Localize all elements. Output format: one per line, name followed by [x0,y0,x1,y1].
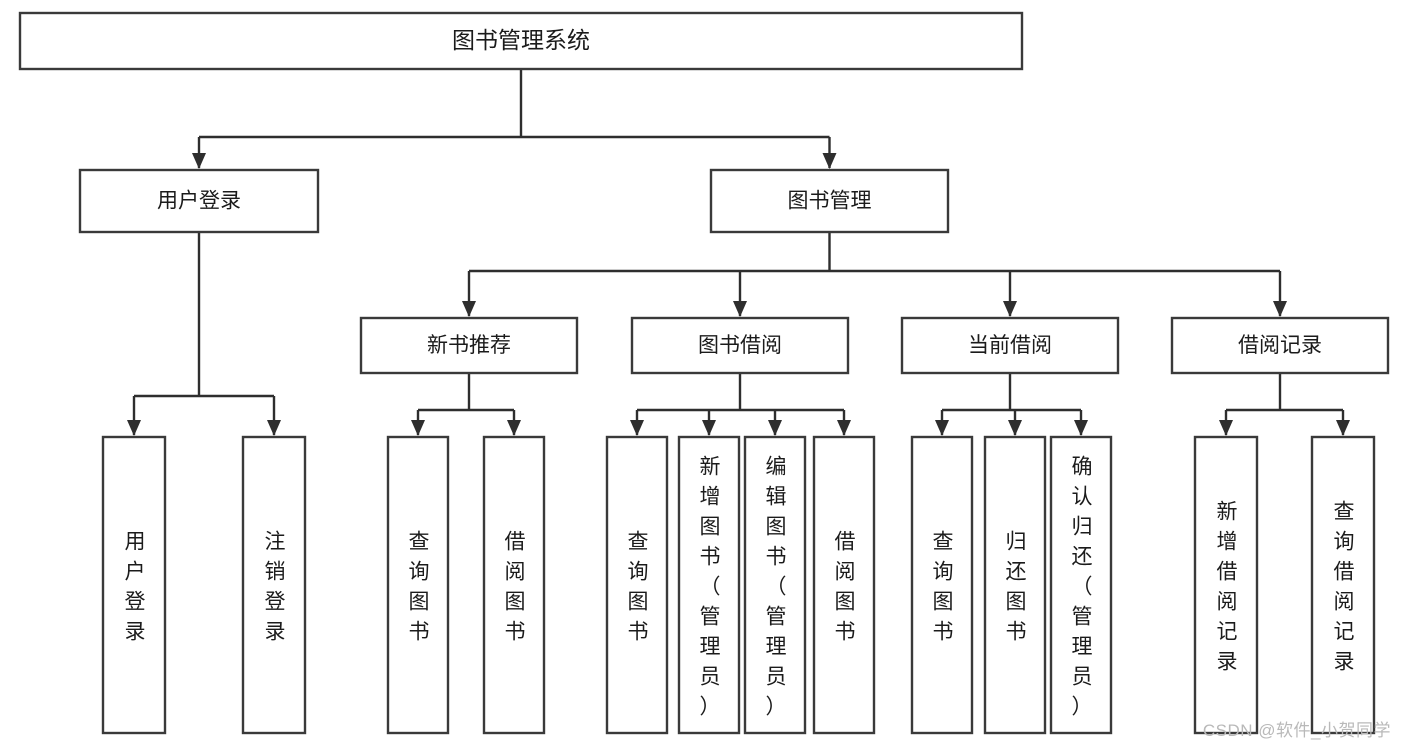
node-label: 图书管理系统 [452,27,590,53]
node-box-rect [241,435,307,735]
arrow-head-icon [822,153,837,169]
node-box-rect [709,168,950,234]
node-leaf-9[interactable]: 查询图书 [910,435,974,735]
node-box-rect [78,168,320,234]
arrow-head-icon [411,420,425,436]
node-box-rect [983,435,1047,735]
arrow-head-icon [768,420,782,436]
connector-lines [127,69,1350,436]
node-leaf-1[interactable]: 用户登录 [101,435,167,735]
arrow-head-icon [267,420,281,436]
node-label: 编辑图书（管理员） [766,455,787,718]
node-box-rect [1310,435,1376,735]
arrow-head-icon [1336,420,1350,436]
arrow-head-icon [1273,301,1287,317]
node-leaf-12[interactable]: 新增借阅记录 [1193,435,1259,735]
node-label: 查询借阅记录 [1334,500,1355,673]
node-leaf-2[interactable]: 注销登录 [241,435,307,735]
node-label: 图书借阅 [698,334,782,357]
node-leaf-10[interactable]: 归还图书 [983,435,1047,735]
node-box-rect [386,435,450,735]
node-leaf-7[interactable]: 编辑图书（管理员） [743,435,807,735]
node-level2-4[interactable]: 借阅记录 [1170,316,1390,375]
node-box-rect [482,435,546,735]
node-label: 借阅图书 [835,530,856,643]
node-leaf-8[interactable]: 借阅图书 [812,435,876,735]
node-leaf-13[interactable]: 查询借阅记录 [1310,435,1376,735]
node-root-system[interactable]: 图书管理系统 [18,11,1024,71]
node-label: 借阅记录 [1238,334,1322,357]
node-boxes: 图书管理系统用户登录图书管理新书推荐图书借阅当前借阅借阅记录用户登录注销登录查询… [18,11,1390,735]
node-leaf-11[interactable]: 确认归还（管理员） [1049,435,1113,735]
node-box-rect [605,435,669,735]
node-label: 确认归还（管理员） [1072,455,1093,718]
node-box-rect [743,435,807,735]
arrow-head-icon [837,420,851,436]
arrow-head-icon [702,420,716,436]
node-label: 用户登录 [157,190,241,213]
node-label: 当前借阅 [968,334,1052,357]
node-label: 新增借阅记录 [1217,500,1238,673]
node-label: 新书推荐 [427,334,511,357]
node-box-rect [900,316,1120,375]
arrow-head-icon [507,420,521,436]
node-box-rect [630,316,850,375]
node-label: 用户登录 [125,530,146,643]
node-leaf-4[interactable]: 借阅图书 [482,435,546,735]
arrow-head-icon [127,420,141,436]
node-leaf-6[interactable]: 新增图书（管理员） [677,435,741,735]
arrow-head-icon [462,301,476,317]
arrow-head-icon [1074,420,1088,436]
node-box-rect [1170,316,1390,375]
node-label: 借阅图书 [505,530,526,643]
watermark-label: CSDN @软件_小贺同学 [1202,721,1391,740]
node-level2-1[interactable]: 新书推荐 [359,316,579,375]
node-label: 图书管理 [788,190,872,213]
node-label: 注销登录 [265,530,286,643]
node-leaf-5[interactable]: 查询图书 [605,435,669,735]
node-box-rect [1193,435,1259,735]
arrow-head-icon [1008,420,1022,436]
node-box-rect [101,435,167,735]
node-box-rect [18,11,1024,71]
node-label: 查询图书 [933,530,954,643]
arrow-head-icon [733,301,747,317]
node-box-rect [359,316,579,375]
node-label: 查询图书 [409,530,430,643]
node-level1-1[interactable]: 用户登录 [78,168,320,234]
node-box-rect [1049,435,1113,735]
node-label: 查询图书 [628,530,649,643]
arrow-head-icon [1003,301,1017,317]
node-box-rect [910,435,974,735]
arrow-head-icon [192,153,206,169]
node-leaf-3[interactable]: 查询图书 [386,435,450,735]
node-label: 新增图书（管理员） [700,455,721,718]
arrow-head-icon [935,420,949,436]
node-level2-3[interactable]: 当前借阅 [900,316,1120,375]
arrow-head-icon [1219,420,1233,436]
node-box-rect [677,435,741,735]
node-box-rect [812,435,876,735]
arrow-head-icon [630,420,644,436]
node-label: 归还图书 [1006,530,1027,643]
node-level2-2[interactable]: 图书借阅 [630,316,850,375]
node-level1-2[interactable]: 图书管理 [709,168,950,234]
